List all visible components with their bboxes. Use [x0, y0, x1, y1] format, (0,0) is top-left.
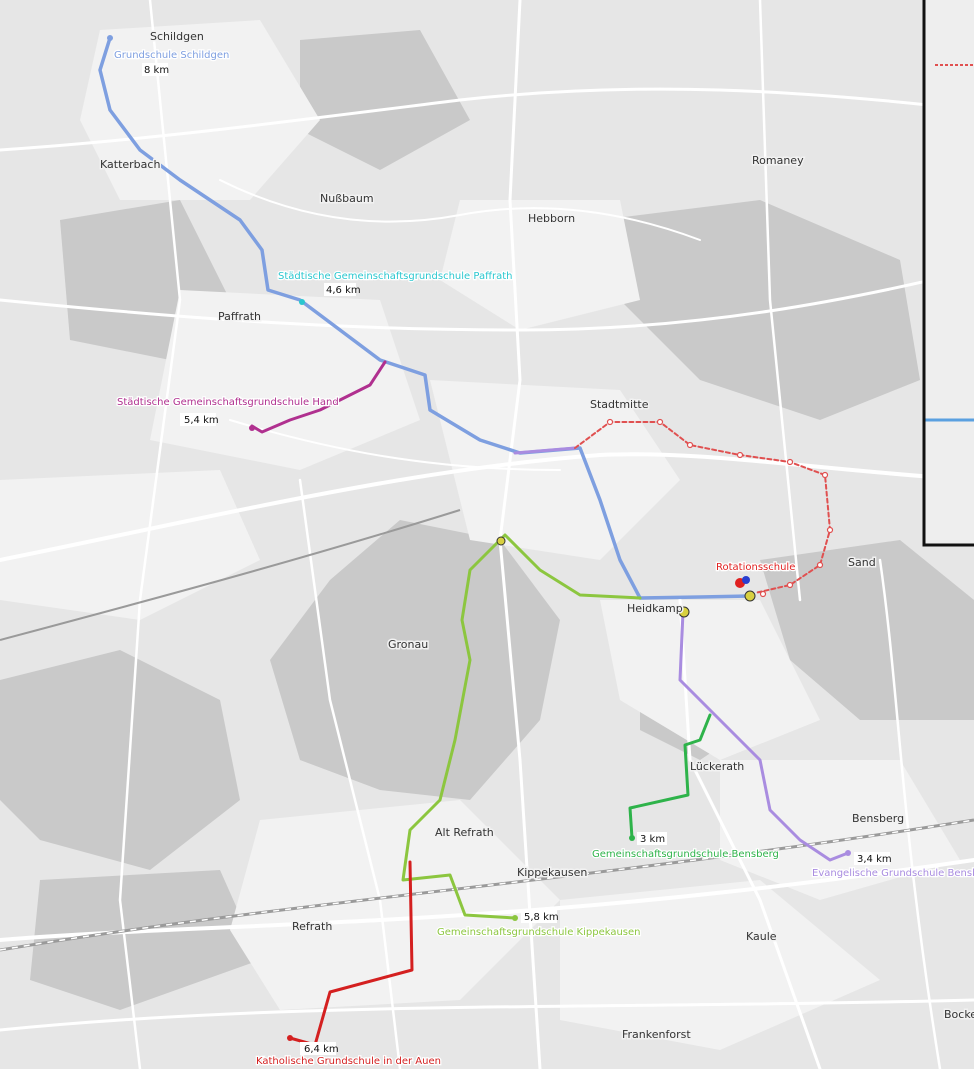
- rotation-school-marker-icon[interactable]: [735, 576, 750, 588]
- route-hand[interactable]: [250, 360, 387, 434]
- place-label: Romaney: [752, 154, 804, 167]
- place-label: Gronau: [388, 638, 428, 651]
- rotation-school-label: Rotationsschule: [716, 562, 795, 573]
- place-label: Bensberg: [852, 812, 904, 825]
- place-label: Kaule: [746, 930, 777, 943]
- distance-label-paffrath: 4,6 km: [326, 285, 361, 296]
- school-label-schildgen: Grundschule Schildgen: [114, 50, 229, 61]
- school-label-kippekausen: Gemeinschaftsgrundschule Kippekausen: [437, 927, 641, 938]
- place-label: Bocker: [944, 1008, 974, 1021]
- school-label-evangelisch: Evangelische Grundschule Bensberg: [812, 868, 974, 879]
- route-kippekausen[interactable]: [401, 533, 642, 920]
- distance-label-hand: 5,4 km: [184, 415, 219, 426]
- school-label-auen: Katholische Grundschule in der Auen: [256, 1056, 441, 1067]
- school-label-paffrath: Städtische Gemeinschaftsgrundschule Paff…: [278, 271, 512, 282]
- distance-label-bensberg: 3 km: [640, 834, 665, 845]
- school-labels: Grundschule Schildgen 8 km Städtische Ge…: [113, 49, 974, 1069]
- place-label: Heidkamp: [627, 602, 683, 615]
- route-purple-link: [513, 446, 577, 455]
- place-label: Alt Refrath: [435, 826, 494, 839]
- inset-map: [922, 0, 974, 547]
- place-label: Stadtmitte: [590, 398, 649, 411]
- place-label: Paffrath: [218, 310, 261, 323]
- school-label-bensberg: Gemeinschaftsgrundschule Bensberg: [592, 849, 779, 860]
- route-bensberg[interactable]: [628, 713, 712, 840]
- place-labels: Schildgen Katterbach Nußbaum Romaney Heb…: [99, 29, 974, 1043]
- distance-label-evangelisch: 3,4 km: [857, 854, 892, 865]
- place-label: Schildgen: [150, 30, 204, 43]
- bus-stop-icon: [496, 536, 756, 618]
- distance-label-kippekausen: 5,8 km: [524, 912, 559, 923]
- railway: [0, 509, 974, 952]
- place-label: Hebborn: [528, 212, 575, 225]
- built-up-areas: [0, 20, 960, 1050]
- place-label: Nußbaum: [320, 192, 374, 205]
- rotation-route-stops: [606, 418, 834, 598]
- place-label: Katterbach: [100, 158, 160, 171]
- school-endpoint-markers: [107, 35, 851, 1041]
- school-label-hand: Städtische Gemeinschaftsgrundschule Hand: [117, 397, 339, 408]
- place-label: Kippekausen: [517, 866, 587, 879]
- route-schildgen[interactable]: [98, 36, 752, 600]
- place-label: Lückerath: [690, 760, 744, 773]
- distance-label-schildgen: 8 km: [144, 65, 169, 76]
- distance-label-auen: 6,4 km: [304, 1044, 339, 1055]
- route-evangelisch[interactable]: [678, 610, 850, 862]
- place-label: Refrath: [292, 920, 332, 933]
- place-label: Frankenforst: [622, 1028, 691, 1041]
- place-label: Sand: [848, 556, 876, 569]
